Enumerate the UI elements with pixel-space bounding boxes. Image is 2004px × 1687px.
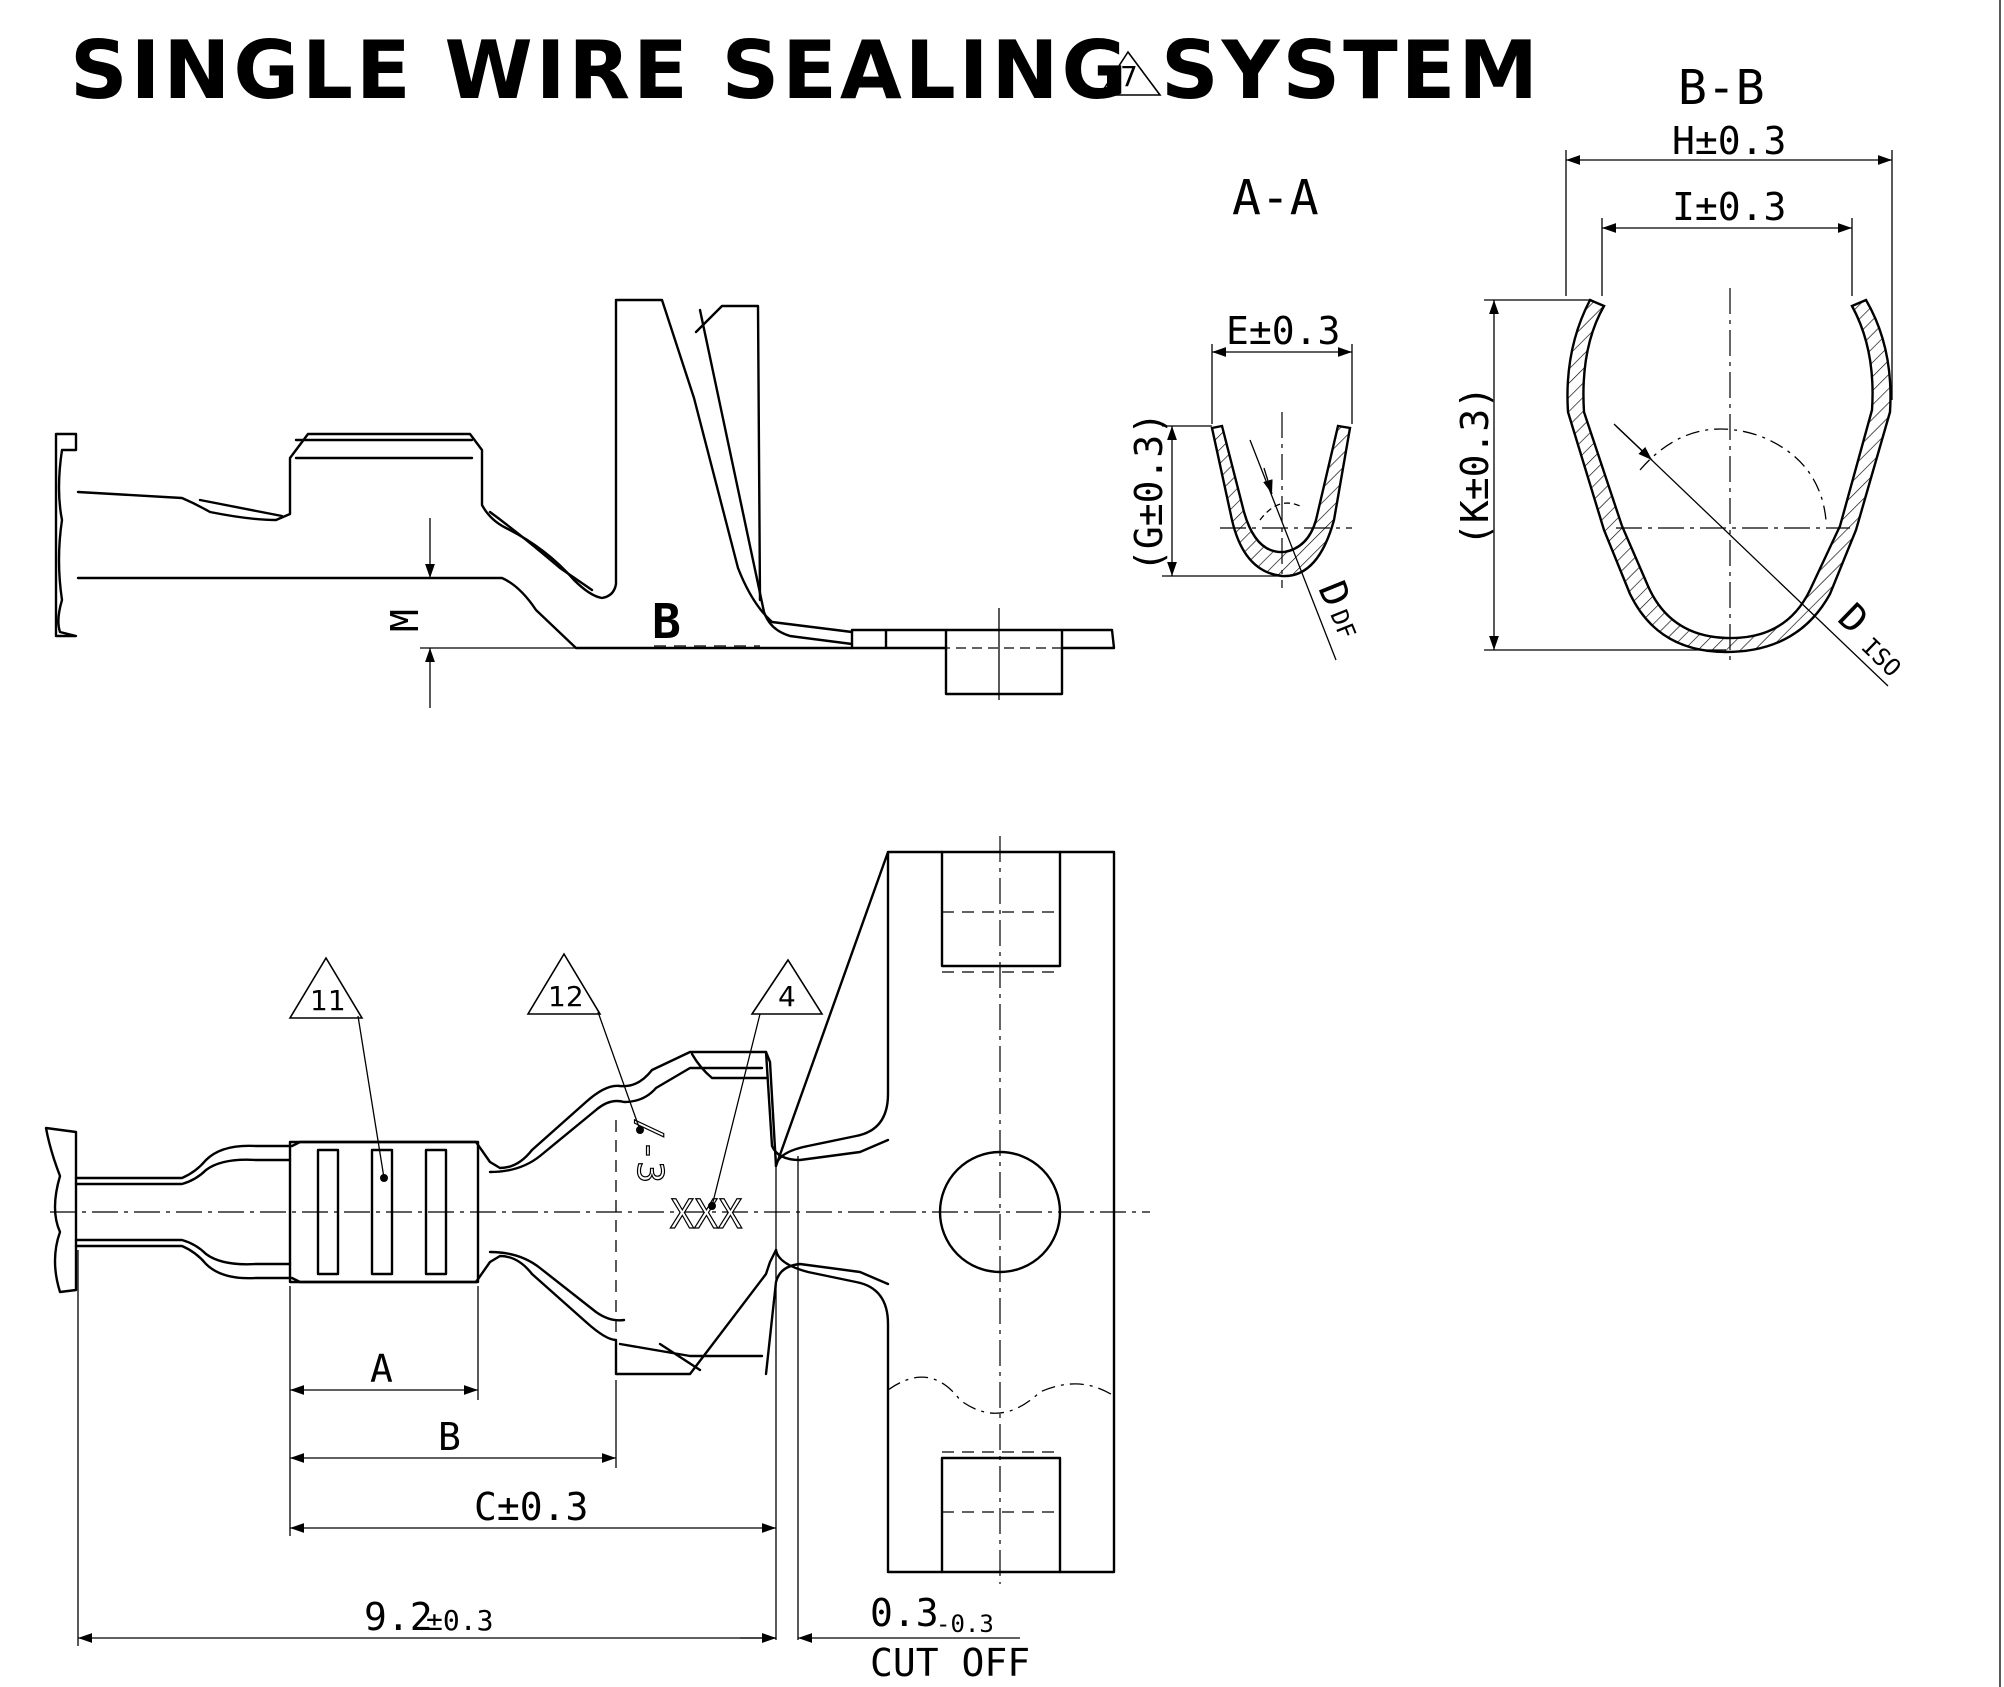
terminal-inner-top — [74, 1052, 768, 1186]
top-view: XXX /-3 — [44, 836, 1150, 1640]
terminal-outline-bottom — [74, 1244, 778, 1376]
callout-11-label: 11 — [310, 984, 346, 1017]
section-a-a-label: A-A — [1232, 170, 1319, 226]
m-dimension-label: M — [383, 609, 427, 632]
terminal-transition-top — [764, 1050, 890, 1162]
d-small-arrow — [1263, 467, 1273, 495]
cutoff-label: CUT OFF — [870, 1641, 1030, 1685]
callout-12-label: 12 — [548, 980, 584, 1013]
revision-number: 7 — [1120, 60, 1138, 93]
terminal-carrier-stub — [44, 1126, 78, 1294]
section-a-a-inner-radius — [1259, 502, 1301, 521]
d-small-leader — [1249, 439, 1337, 661]
terminal-transition-bottom — [764, 1262, 890, 1376]
callout-11-dot — [380, 1174, 388, 1182]
callout-11-triangle-icon — [288, 956, 364, 1019]
emboss-code: XXX — [670, 1192, 742, 1238]
callout-4-label: 4 — [778, 980, 796, 1013]
section-b-marker: B — [652, 594, 681, 650]
i-dimension-label: I±0.3 — [1672, 185, 1786, 229]
title-block: SINGLE WIRE SEALING SYSTEM 7 — [70, 24, 1541, 117]
cutoff-dimension-value: 0.3 — [870, 1591, 939, 1635]
callout-12-dot — [636, 1126, 644, 1134]
section-a-a-profile — [1210, 424, 1352, 578]
d-large-label: D — [1830, 595, 1877, 643]
side-insulation-crimp — [76, 298, 854, 634]
bottom-dimensions: A B C±0.3 9.2 ±0.3 0.3 -0.3 CUT OFF — [77, 1250, 1030, 1685]
section-a-a: A-A E±0.3 (G±0.3) D DF — [1127, 170, 1361, 661]
e-dimension-label: E±0.3 — [1226, 309, 1340, 353]
d-large-subscript: ISO — [1856, 632, 1907, 682]
callout-12-leader — [597, 1011, 641, 1131]
carrier-window-bottom — [940, 1456, 1062, 1574]
length-dimension-value: 9.2 — [364, 1595, 433, 1639]
section-b-b-profile — [1566, 298, 1892, 654]
drawing-title: SINGLE WIRE SEALING SYSTEM — [70, 24, 1541, 117]
side-base-line — [76, 576, 854, 650]
emboss-rotated-mark: /-3 — [629, 1118, 670, 1183]
section-b-b-inner-radius — [1639, 428, 1827, 521]
callouts: 11 12 4 — [288, 952, 824, 1210]
d-large-leader — [1613, 423, 1889, 687]
carrier-window-top — [940, 850, 1062, 968]
terminal-inner-bottom — [74, 1238, 764, 1372]
h-dimension-label: H±0.3 — [1672, 119, 1786, 163]
section-b-b-label: B-B — [1678, 60, 1765, 116]
cutoff-dimension-tolerance: -0.3 — [936, 1610, 994, 1638]
k-dimension-label: (K±0.3) — [1453, 386, 1497, 546]
side-contact-tip — [850, 628, 1116, 696]
c-dimension-label: C±0.3 — [474, 1485, 588, 1529]
side-contact-spring — [698, 308, 854, 646]
side-view: M B — [54, 298, 1116, 708]
callout-11-leader — [357, 1015, 385, 1179]
a-dimension-label: A — [370, 1347, 393, 1391]
side-carrier-stub — [54, 432, 78, 638]
g-dimension-label: (G±0.3) — [1127, 412, 1171, 572]
b-dimension-label: B — [438, 1415, 461, 1459]
section-b-b: B-B H±0.3 I±0.3 (K±0.3) D ISO — [1453, 60, 1907, 687]
side-inner-crimp — [198, 304, 762, 602]
length-dimension-tolerance: ±0.3 — [426, 1604, 493, 1637]
revision-triangle-icon — [1098, 50, 1162, 96]
callout-12-triangle-icon — [526, 952, 602, 1015]
callout-4-triangle-icon — [750, 958, 824, 1015]
callout-4-leader — [711, 1013, 761, 1207]
callout-4-dot — [708, 1202, 716, 1210]
d-small-subscript: DF — [1324, 606, 1361, 643]
carrier-break-line — [887, 1376, 1115, 1414]
d-large-arrow — [1615, 425, 1653, 461]
terminal-outline-top — [74, 1050, 778, 1180]
